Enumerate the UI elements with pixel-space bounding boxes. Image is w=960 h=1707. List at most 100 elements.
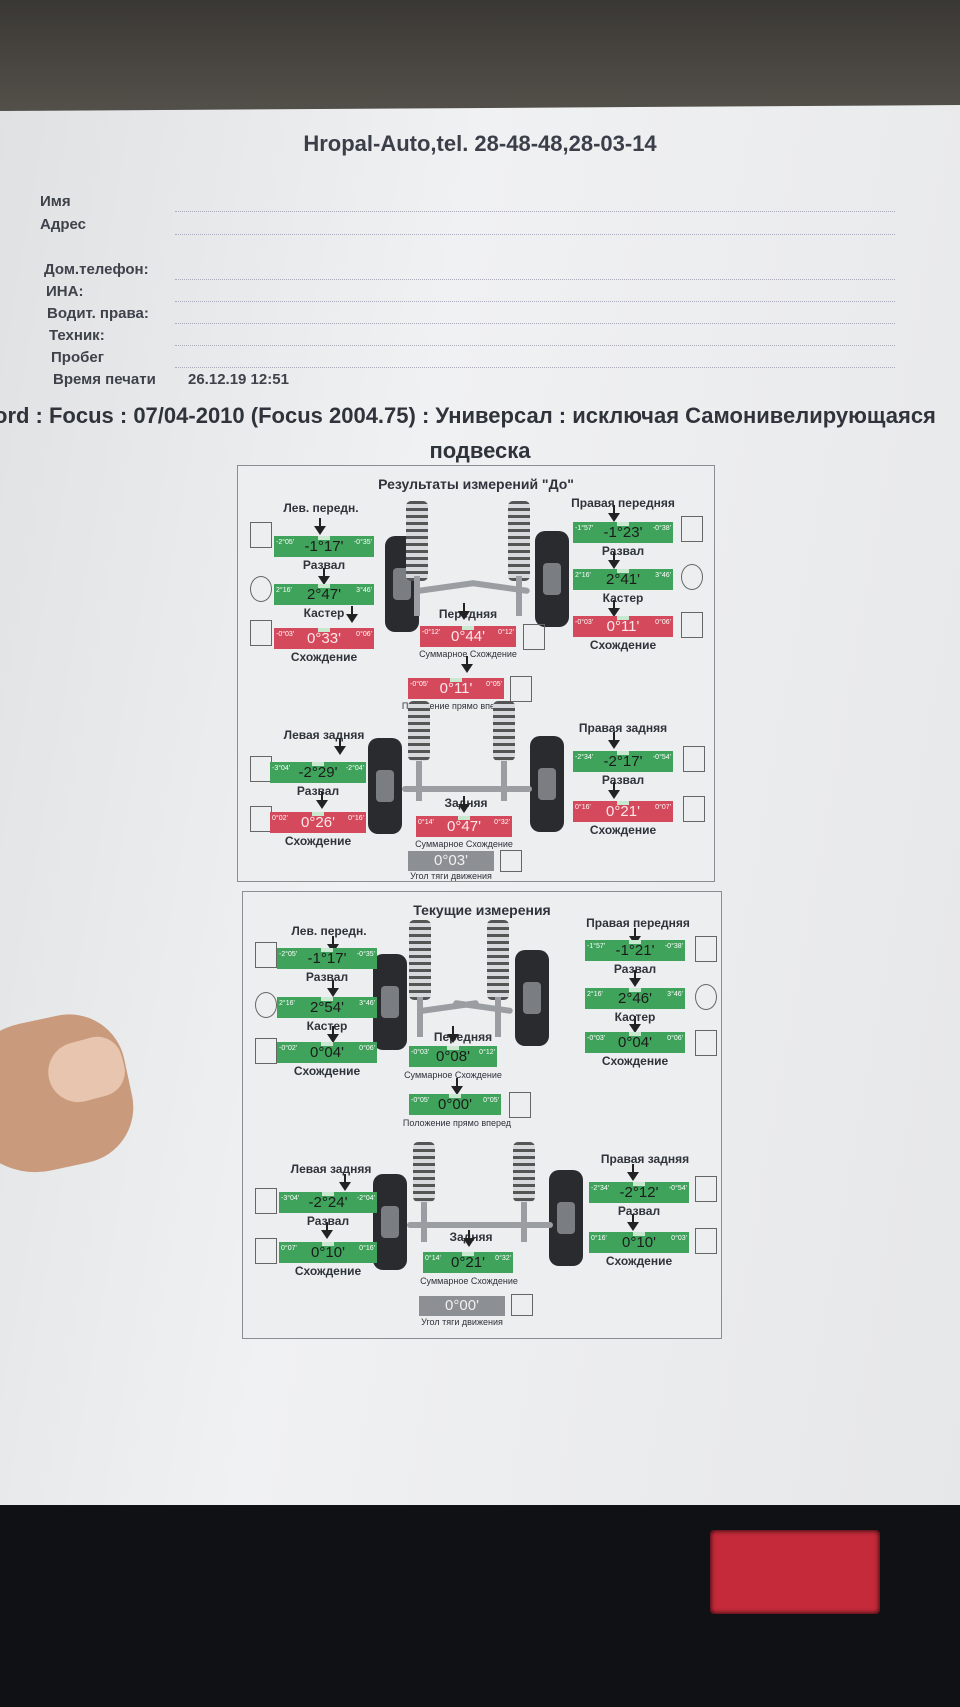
toe-icon [683,796,705,822]
rear-left-wheel-icon [373,1174,407,1270]
before-right-front-toe-box: -0°03' 0°06' 0°11' [573,616,673,637]
panel-current: Текущие измерения Лев. передн. -2°05' -0… [242,891,722,1339]
tolerance-max: -0°54' [668,1185,687,1192]
before-left-rear-camber-box: -3°04' -2°04' -2°29' [270,762,366,783]
measurement-value: 0°33' [307,630,341,647]
vehicle-spec-line2: подвеска [429,438,531,463]
shop-title: Hropal-Auto,tel. 28-48-48,28-03-14 [303,131,657,156]
camber-icon [250,522,272,548]
toe-icon [523,624,545,650]
current-setback-box: -0°05' 0°05' 0°00' [409,1094,501,1115]
caster-label: Кастер [303,606,345,620]
tolerance-min: 0°16' [591,1235,607,1242]
measurement-value: 0°03' [434,852,468,869]
current-right-front-label: Правая передняя [586,916,690,930]
tolerance-max: 0°06' [359,1045,375,1052]
before-right-front-caster-box: 2°16' 3°46' 2°41' [573,569,673,590]
tolerance-min: 0°02' [272,815,288,822]
measurement-value: 0°11' [606,618,640,635]
before-left-rear-label: Левая задняя [283,728,365,742]
arrow-down-icon [608,552,620,569]
camber-label: Развал [613,962,657,976]
before-right-front-label: Правая передняя [571,496,675,510]
current-right-rear-label: Правая задняя [600,1152,690,1166]
tolerance-max: 0°12' [498,629,514,636]
tolerance-max: 0°03' [671,1235,687,1242]
tolerance-min: 2°16' [587,991,603,998]
arrow-down-icon [458,796,470,813]
panel-before: Результаты измерений "До" Лев. передн. -… [237,465,715,882]
front-left-spring-icon [406,501,428,581]
camber-icon [695,1176,717,1202]
arrow-down-icon [339,1174,351,1191]
measurement-value: -2°12' [619,1184,659,1201]
tolerance-max: 0°16' [359,1245,375,1252]
tolerance-max: 3°46' [359,1000,375,1007]
box-notch [458,816,470,820]
rear-axle-label: Задняя [444,796,488,810]
setback-icon [510,676,532,702]
tolerance-max: 3°46' [655,572,671,579]
measurement-value: 0°11' [439,680,473,697]
before-left-front-toe-box: -0°03' 0°06' 0°33' [274,628,374,649]
before-right-rear-toe-box: 0°16' 0°07' 0°21' [573,801,673,822]
tolerance-max: 3°46' [356,587,372,594]
before-right-rear-label: Правая задняя [578,721,668,735]
arrow-down-icon [316,792,328,809]
arrow-down-icon [627,1164,639,1181]
front-left-arm-icon [415,579,477,595]
front-left-wheel-icon [373,954,407,1050]
current-left-rear-camber-box: -3°04' -2°04' -2°24' [279,1192,377,1213]
tolerance-min: 0°14' [418,819,434,826]
current-left-front-camber-box: -2°05' -0°35' -1°17' [277,948,377,969]
current-left-rear-toe-box: 0°07' 0°16' 0°10' [279,1242,377,1263]
tolerance-min: -3°04' [281,1195,300,1202]
current-right-front-caster-box: 2°16' 3°46' 2°46' [585,988,685,1009]
tolerance-max: -0°38' [664,943,683,950]
before-left-front-label: Лев. передн. [283,501,359,515]
tolerance-min: -0°03' [587,1035,606,1042]
thrust-label: Угол тяги движения [421,1317,503,1327]
before-left-rear-toe-box: 0°02' 0°16' 0°26' [270,812,366,833]
current-left-front-label: Лев. передн. [291,924,367,938]
arrow-down-icon [334,738,346,755]
toe-icon [255,1238,277,1264]
tolerance-max: 0°06' [356,631,372,638]
box-notch [629,940,641,944]
tolerance-min: 0°16' [575,804,591,811]
rear-axle-icon [402,786,532,792]
tolerance-max: -0°35' [356,951,375,958]
box-notch [449,1094,461,1098]
toe-label: Схождение [290,650,358,664]
box-notch [322,1192,334,1196]
caster-label: Кастер [306,1019,348,1033]
field-name-line [175,211,895,212]
box-notch [312,762,324,766]
box-notch [318,584,330,588]
field-print-time-value: 26.12.19 12:51 [188,371,289,388]
setback-label: Положение прямо вперед [401,701,511,711]
measurement-value: 0°10' [622,1234,656,1251]
tolerance-max: 0°06' [655,619,671,626]
measurement-value: 0°47' [447,818,481,835]
rear-left-wheel-icon [368,738,402,834]
arrow-down-icon [314,518,326,535]
measurement-value: 0°04' [310,1044,344,1061]
front-left-strut-icon [417,997,423,1037]
measurement-value: 0°00' [438,1096,472,1113]
arrow-down-icon [461,656,473,673]
arrow-down-icon [318,568,330,585]
box-notch [617,522,629,526]
tolerance-min: -2°34' [591,1185,610,1192]
toe-label: Схождение [293,1064,361,1078]
rear-right-spring-icon [513,1142,535,1202]
tolerance-max: 0°32' [494,819,510,826]
current-left-front-toe-box: -0°02' 0°06' 0°04' [277,1042,377,1063]
camber-label: Развал [617,1204,661,1218]
front-right-spring-icon [487,920,509,1000]
tolerance-max: -0°38' [652,525,671,532]
field-license-label: Водит. права: [47,305,149,322]
total-toe-label: Суммарное Схождение [420,1276,518,1286]
rear-axle-label: Задняя [449,1230,493,1244]
measurement-value: -2°29' [298,764,338,781]
